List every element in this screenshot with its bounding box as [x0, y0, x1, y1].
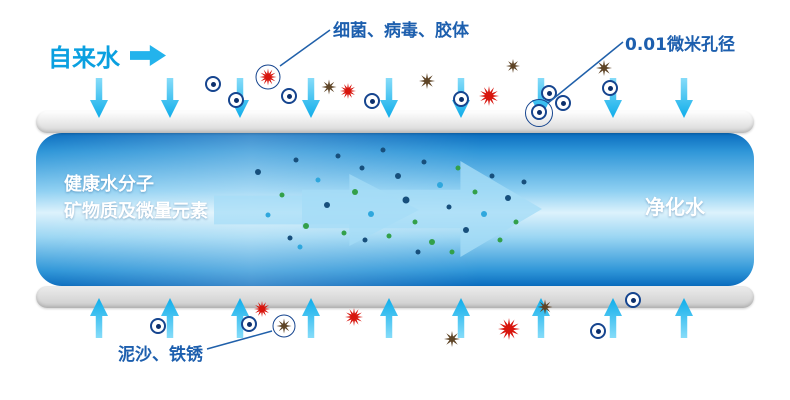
mineral-dot-icon	[315, 177, 321, 183]
mineral-dot-icon	[293, 157, 299, 163]
mineral-dot-icon	[279, 192, 285, 198]
mineral-dot-icon	[395, 173, 401, 179]
healthy-water-line2: 矿物质及微量元素	[64, 201, 208, 222]
mineral-dot-icon	[429, 239, 435, 245]
healthy-water-line1: 健康水分子	[64, 174, 154, 195]
mineral-dot-icon	[402, 196, 410, 204]
rust-sediment-particle-icon	[321, 79, 337, 95]
mineral-dot-icon	[505, 195, 511, 201]
bacteria-virus-particle-icon	[479, 86, 499, 106]
mineral-dot-icon	[415, 249, 421, 255]
mineral-dot-icon	[265, 212, 271, 218]
rust-sediment-particle-icon	[419, 73, 435, 89]
rust-sediment-particle-icon	[596, 60, 612, 76]
bacteria-virus-particle-icon	[340, 83, 356, 99]
purified-water-label: 净化水	[645, 195, 705, 219]
mineral-dot-icon	[287, 235, 293, 241]
mineral-dot-icon	[449, 249, 455, 255]
bacteria-virus-particle-icon	[255, 64, 281, 90]
mineral-dot-icon	[481, 211, 487, 217]
mineral-dot-icon	[255, 169, 261, 175]
tap-water-label: 自来水	[48, 44, 120, 72]
mineral-dot-icon	[472, 189, 478, 195]
impurity-dot-icon	[228, 92, 244, 108]
mineral-dot-icon	[352, 189, 358, 195]
impurity-dot-icon	[150, 318, 166, 334]
mineral-dot-icon	[324, 202, 330, 208]
impurity-dot-icon	[364, 93, 380, 109]
impurity-dot-icon	[625, 292, 641, 308]
bacteria-virus-particle-icon	[498, 318, 520, 340]
impurity-dot-icon	[241, 316, 257, 332]
impurity-dot-icon	[205, 76, 221, 92]
impurity-dot-icon	[453, 91, 469, 107]
mineral-dot-icon	[368, 211, 374, 217]
top-particles-label: 细菌、病毒、胶体	[333, 21, 469, 41]
bacteria-virus-particle-icon	[345, 308, 363, 326]
tap-water-label-group: 自来水	[48, 38, 166, 73]
mineral-dot-icon	[437, 182, 443, 188]
healthy-water-label: 健康水分子 矿物质及微量元素	[64, 171, 208, 225]
rust-sediment-particle-icon	[444, 331, 460, 347]
membrane-top-wall	[36, 111, 754, 133]
rust-sediment-particle-icon	[506, 59, 520, 73]
membrane-bottom-wall	[36, 286, 754, 308]
impurity-dot-icon	[555, 95, 571, 111]
mineral-dot-icon	[341, 230, 347, 236]
tap-water-arrow-icon	[130, 44, 166, 67]
mineral-dot-icon	[412, 219, 418, 225]
mineral-dot-icon	[455, 165, 461, 171]
mineral-dot-icon	[421, 159, 427, 165]
rust-sediment-particle-icon	[272, 314, 296, 338]
impurity-dot-icon	[602, 80, 618, 96]
impurity-dot-icon	[281, 88, 297, 104]
bacteria-virus-particle-icon	[254, 301, 270, 317]
mineral-dot-icon	[489, 173, 495, 179]
impurity-dot-icon	[590, 323, 606, 339]
mineral-dot-icon	[380, 147, 386, 153]
mineral-dot-icon	[513, 219, 519, 225]
rust-sediment-particle-icon	[537, 299, 553, 315]
mineral-dot-icon	[446, 204, 452, 210]
mineral-dot-icon	[303, 223, 309, 229]
mineral-dot-icon	[359, 165, 365, 171]
mineral-dot-icon	[463, 227, 469, 233]
bottom-particles-label: 泥沙、铁锈	[118, 345, 203, 365]
mineral-dot-icon	[497, 237, 503, 243]
pore-size-label: 0.01微米孔径	[625, 35, 735, 55]
mineral-dot-icon	[335, 153, 341, 159]
mineral-dot-icon	[521, 179, 527, 185]
pore-highlight-circle	[525, 99, 553, 127]
impurity-dot-icon	[531, 104, 547, 120]
mineral-dot-icon	[362, 237, 368, 243]
impurity-dot-icon	[541, 85, 557, 101]
mineral-dot-icon	[386, 233, 392, 239]
membrane-tube: 健康水分子 矿物质及微量元素 净化水	[36, 133, 754, 286]
mineral-dot-icon	[297, 244, 303, 250]
